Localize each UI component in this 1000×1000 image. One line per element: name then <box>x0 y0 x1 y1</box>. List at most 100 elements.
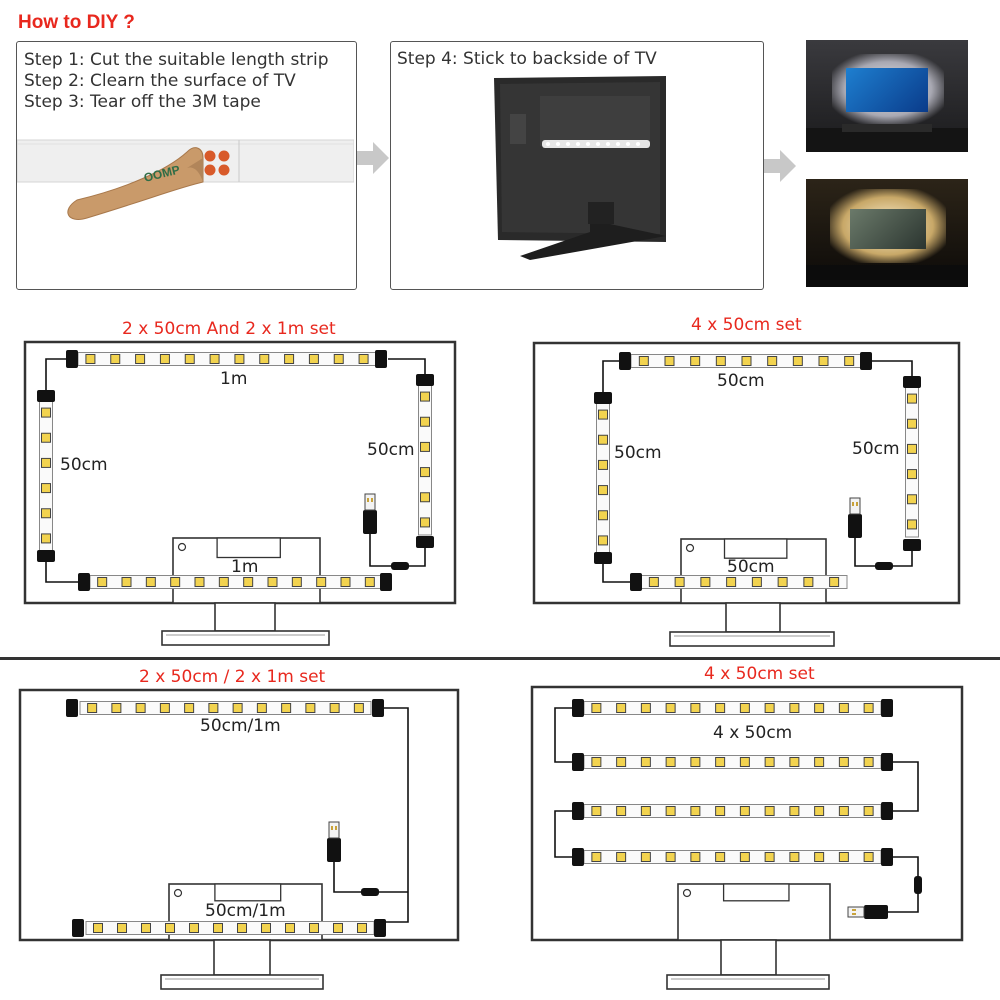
inline-switch-icon <box>391 562 409 570</box>
led-chip-icon <box>213 923 223 933</box>
tl-bottom-length-label: 1m <box>231 557 259 577</box>
led-chip-icon <box>640 852 651 862</box>
strip-end-connector <box>881 753 893 771</box>
led-chip-icon <box>357 923 367 933</box>
step-1-text: Step 1: Cut the suitable length strip <box>24 50 329 70</box>
led-chip-icon <box>789 703 800 713</box>
strip-end-connector <box>72 919 84 937</box>
caption-top-right: 4 x 50cm set <box>691 315 802 335</box>
led-chip-icon <box>340 577 351 587</box>
led-chip-icon <box>598 535 608 546</box>
led-chip-icon <box>87 703 98 713</box>
connecting-wire <box>554 707 572 763</box>
led-chip-icon <box>764 757 775 767</box>
led-chip-icon <box>764 703 775 713</box>
tv-stand-foot <box>666 974 830 990</box>
connecting-wire <box>45 562 78 583</box>
led-chip-icon <box>159 703 170 713</box>
led-chip-icon <box>789 852 800 862</box>
led-chip-icon <box>616 703 627 713</box>
step-3-text: Step 3: Tear off the 3M tape <box>24 92 261 112</box>
strip-end-connector <box>375 350 387 368</box>
strip-end-connector <box>572 848 584 866</box>
strip-end-connector <box>37 390 55 402</box>
caption-top-left: 2 x 50cm And 2 x 1m set <box>122 319 336 339</box>
led-chip-icon <box>232 703 243 713</box>
strip-end-connector <box>416 374 434 386</box>
usb-plug-icon <box>848 497 862 538</box>
connecting-wire <box>602 360 619 392</box>
led-chip-icon <box>256 703 267 713</box>
tv-stand-neck <box>720 939 777 976</box>
led-chip-icon <box>715 703 726 713</box>
led-chip-icon <box>767 356 778 366</box>
led-chip-icon <box>764 852 775 862</box>
usb-plug-icon <box>327 821 341 862</box>
led-chip-icon <box>184 703 195 713</box>
led-chip-icon <box>145 577 156 587</box>
strip-end-connector <box>619 352 631 370</box>
led-chip-icon <box>267 577 278 587</box>
led-chip-icon <box>739 852 750 862</box>
led-strip-vertical <box>39 399 53 552</box>
led-chip-icon <box>204 140 240 182</box>
led-chip-icon <box>598 409 608 420</box>
connecting-wire <box>893 761 919 812</box>
led-chip-icon <box>863 852 874 862</box>
led-chip-icon <box>591 806 602 816</box>
led-strip-horizontal <box>583 850 882 864</box>
led-chip-icon <box>640 703 651 713</box>
led-chip-icon <box>184 354 195 364</box>
tv-stand-foot <box>161 630 330 646</box>
led-chip-icon <box>591 703 602 713</box>
strip-end-connector <box>66 699 78 717</box>
led-chip-icon <box>814 806 825 816</box>
led-chip-icon <box>420 441 430 452</box>
led-chip-icon <box>117 923 127 933</box>
tv-stand-neck <box>725 602 781 633</box>
led-chip-icon <box>218 577 229 587</box>
led-chip-icon <box>209 354 220 364</box>
led-chip-icon <box>208 703 219 713</box>
led-strip-horizontal <box>583 755 882 769</box>
strip-end-connector <box>903 376 921 388</box>
led-chip-icon <box>640 806 651 816</box>
led-chip-icon <box>598 459 608 470</box>
led-chip-icon <box>41 533 51 544</box>
strip-end-connector <box>594 552 612 564</box>
strip-end-connector <box>860 352 872 370</box>
step-4-text: Step 4: Stick to backside of TV <box>397 49 657 69</box>
led-chip-icon <box>792 356 803 366</box>
led-chip-icon <box>739 703 750 713</box>
led-chip-icon <box>863 703 874 713</box>
led-chip-icon <box>85 354 96 364</box>
strip-end-connector <box>881 848 893 866</box>
led-chip-icon <box>648 577 659 587</box>
tr-top-length-label: 50cm <box>717 371 765 391</box>
led-chip-icon <box>818 356 829 366</box>
led-chip-icon <box>764 806 775 816</box>
led-chip-icon <box>665 852 676 862</box>
bl-bottom-length-label: 50cm/1m <box>205 901 286 921</box>
led-chip-icon <box>616 806 627 816</box>
step-2-text: Step 2: Clearn the surface of TV <box>24 71 296 91</box>
led-chip-icon <box>420 492 430 503</box>
strip-end-connector <box>881 802 893 820</box>
result-photo-cool <box>806 40 968 152</box>
tl-left-length-label: 50cm <box>60 455 108 475</box>
led-chip-icon <box>700 577 711 587</box>
led-chip-icon <box>420 467 430 478</box>
section-divider <box>0 657 1000 660</box>
led-chip-icon <box>814 703 825 713</box>
led-chip-icon <box>598 485 608 496</box>
led-chip-icon <box>616 852 627 862</box>
led-chip-icon <box>420 416 430 427</box>
led-chip-icon <box>751 577 762 587</box>
led-chip-icon <box>690 703 701 713</box>
connecting-wire <box>384 707 409 923</box>
led-chip-icon <box>690 852 701 862</box>
usb-plug-icon <box>847 905 888 919</box>
led-chip-icon <box>285 923 295 933</box>
led-chip-icon <box>665 757 676 767</box>
tv-outline <box>18 688 460 990</box>
